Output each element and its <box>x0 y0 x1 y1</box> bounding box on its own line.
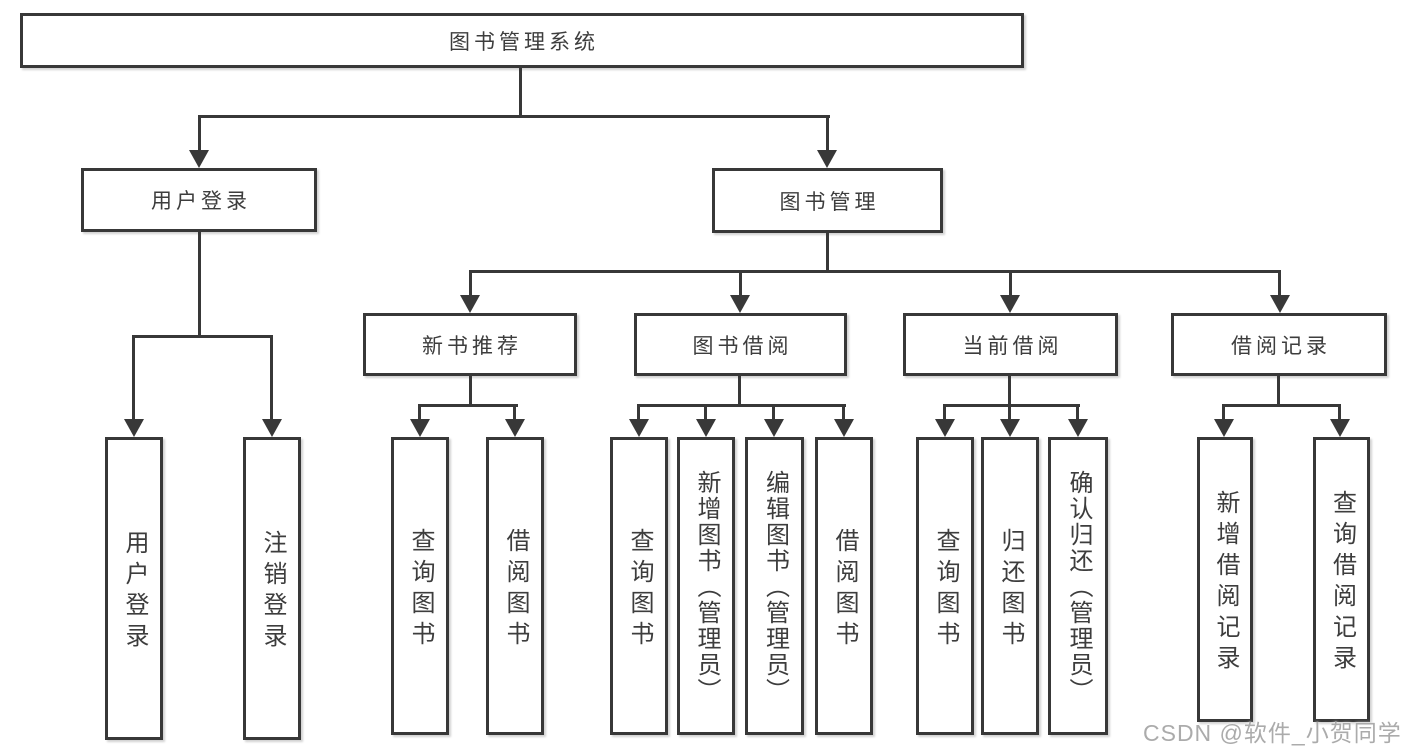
node-book-borrowing: 图书借阅 <box>634 313 847 376</box>
arrowhead-cb-confirm-icon <box>1068 419 1088 437</box>
leaf-bb-edit-books-admin: 编辑图书（管理员） <box>745 437 804 735</box>
arrowhead-br-add-icon <box>1214 419 1234 437</box>
leaf-bb-query-books: 查询图书 <box>610 437 668 735</box>
arrowhead-nb-borrow-icon <box>505 419 525 437</box>
connector-to-current-borrow <box>1009 270 1012 297</box>
node-label: 查询图书 <box>407 527 434 652</box>
node-label: 用户登录 <box>121 530 148 654</box>
leaf-nb-borrow-books: 借阅图书 <box>486 437 544 735</box>
connector-bookmgmt-stem <box>826 231 829 272</box>
csdn-watermark: CSDN @软件_小贺同学 <box>1143 720 1402 746</box>
arrowhead-bb-borrow-icon <box>834 419 854 437</box>
connector-bb-crossbar <box>637 404 846 407</box>
node-book-management-module: 图书管理 <box>712 168 943 233</box>
arrowhead-user-login-icon <box>189 150 209 168</box>
connector-to-records <box>1278 270 1281 297</box>
node-label: 注销登录 <box>259 530 286 654</box>
connector-to-bb-add <box>704 404 707 420</box>
node-new-book-recommend: 新书推荐 <box>363 313 577 376</box>
arrowhead-bb-add-icon <box>696 419 716 437</box>
leaf-br-query-record: 查询借阅记录 <box>1313 437 1370 722</box>
connector-to-user-login <box>198 115 201 151</box>
connector-to-new-book <box>469 270 472 297</box>
arrowhead-new-book-icon <box>460 295 480 313</box>
connector-to-leaf-logout <box>270 335 273 419</box>
leaf-bb-add-books-admin: 新增图书（管理员） <box>677 437 735 735</box>
node-label: 当前借阅 <box>962 334 1063 358</box>
connector-to-book-management <box>826 115 829 151</box>
node-current-borrowing: 当前借阅 <box>903 313 1118 376</box>
arrowhead-book-management-icon <box>817 150 837 168</box>
leaf-cb-query-books: 查询图书 <box>916 437 974 735</box>
connector-to-bb-edit <box>772 404 775 420</box>
arrowhead-bb-query-icon <box>629 419 649 437</box>
leaf-br-add-record: 新增借阅记录 <box>1197 437 1253 722</box>
connector-bb-stem <box>738 374 741 407</box>
node-label: 归还图书 <box>997 527 1024 652</box>
connector-userlogin-crossbar <box>132 335 273 338</box>
connector-nb-crossbar <box>418 404 518 407</box>
node-label: 新书推荐 <box>422 334 522 358</box>
node-label: 确认归还（管理员） <box>1065 470 1092 704</box>
arrowhead-cb-query-icon <box>935 419 955 437</box>
arrowhead-br-query-icon <box>1330 419 1350 437</box>
connector-userlogin-stem <box>198 231 201 338</box>
connector-to-br-query <box>1338 404 1341 420</box>
connector-br-crossbar <box>1222 404 1341 407</box>
connector-to-bb-borrow <box>842 404 845 420</box>
arrowhead-leaf-user-login-icon <box>124 419 144 437</box>
connector-to-cb-query <box>943 404 946 420</box>
node-label: 用户登录 <box>151 190 251 213</box>
node-label: 图书借阅 <box>692 334 793 358</box>
connector-to-cb-return <box>1008 404 1011 420</box>
node-label: 新增图书（管理员） <box>693 470 720 704</box>
arrowhead-leaf-logout-icon <box>262 419 282 437</box>
arrowhead-bb-edit-icon <box>764 419 784 437</box>
node-root-library-system: 图书管理系统 <box>20 13 1024 68</box>
connector-to-book-borrow <box>739 270 742 297</box>
node-label: 查询图书 <box>626 527 653 652</box>
connector-to-bb-query <box>637 404 640 420</box>
connector-bookmgmt-crossbar <box>469 270 1281 273</box>
node-label: 查询图书 <box>932 527 959 652</box>
node-label: 查询借阅记录 <box>1328 490 1356 676</box>
node-label: 借阅图书 <box>502 527 529 652</box>
node-user-login-module: 用户登录 <box>81 168 317 232</box>
leaf-nb-query-books: 查询图书 <box>391 437 449 735</box>
connector-to-leaf-user-login <box>132 335 135 419</box>
node-label: 编辑图书（管理员） <box>761 470 789 704</box>
connector-cb-crossbar <box>943 404 1080 407</box>
leaf-user-login: 用户登录 <box>105 437 163 740</box>
connector-root-crossbar <box>198 115 830 118</box>
arrowhead-book-borrow-icon <box>730 295 750 313</box>
leaf-bb-borrow-books: 借阅图书 <box>815 437 873 735</box>
node-borrowing-records: 借阅记录 <box>1171 313 1387 376</box>
connector-nb-stem <box>469 374 472 407</box>
connector-to-nb-borrow <box>513 404 516 420</box>
leaf-cb-return-books: 归还图书 <box>981 437 1039 735</box>
arrowhead-nb-query-icon <box>410 419 430 437</box>
arrowhead-current-borrow-icon <box>1000 295 1020 313</box>
node-label: 图书管理 <box>779 190 880 214</box>
connector-to-cb-confirm <box>1076 404 1079 420</box>
leaf-cb-confirm-return-admin: 确认归还（管理员） <box>1048 437 1108 735</box>
node-label: 新增借阅记录 <box>1212 490 1239 676</box>
node-label: 图书管理系统 <box>449 30 599 54</box>
connector-to-nb-query <box>418 404 421 420</box>
connector-cb-stem <box>1008 374 1011 407</box>
node-label: 借阅图书 <box>831 527 858 652</box>
node-label: 借阅记录 <box>1231 334 1331 358</box>
leaf-logout: 注销登录 <box>243 437 301 740</box>
connector-to-br-add <box>1222 404 1225 420</box>
connector-root-stem <box>519 66 522 118</box>
connector-br-stem <box>1277 374 1280 407</box>
arrowhead-records-icon <box>1270 295 1290 313</box>
arrowhead-cb-return-icon <box>1000 419 1020 437</box>
